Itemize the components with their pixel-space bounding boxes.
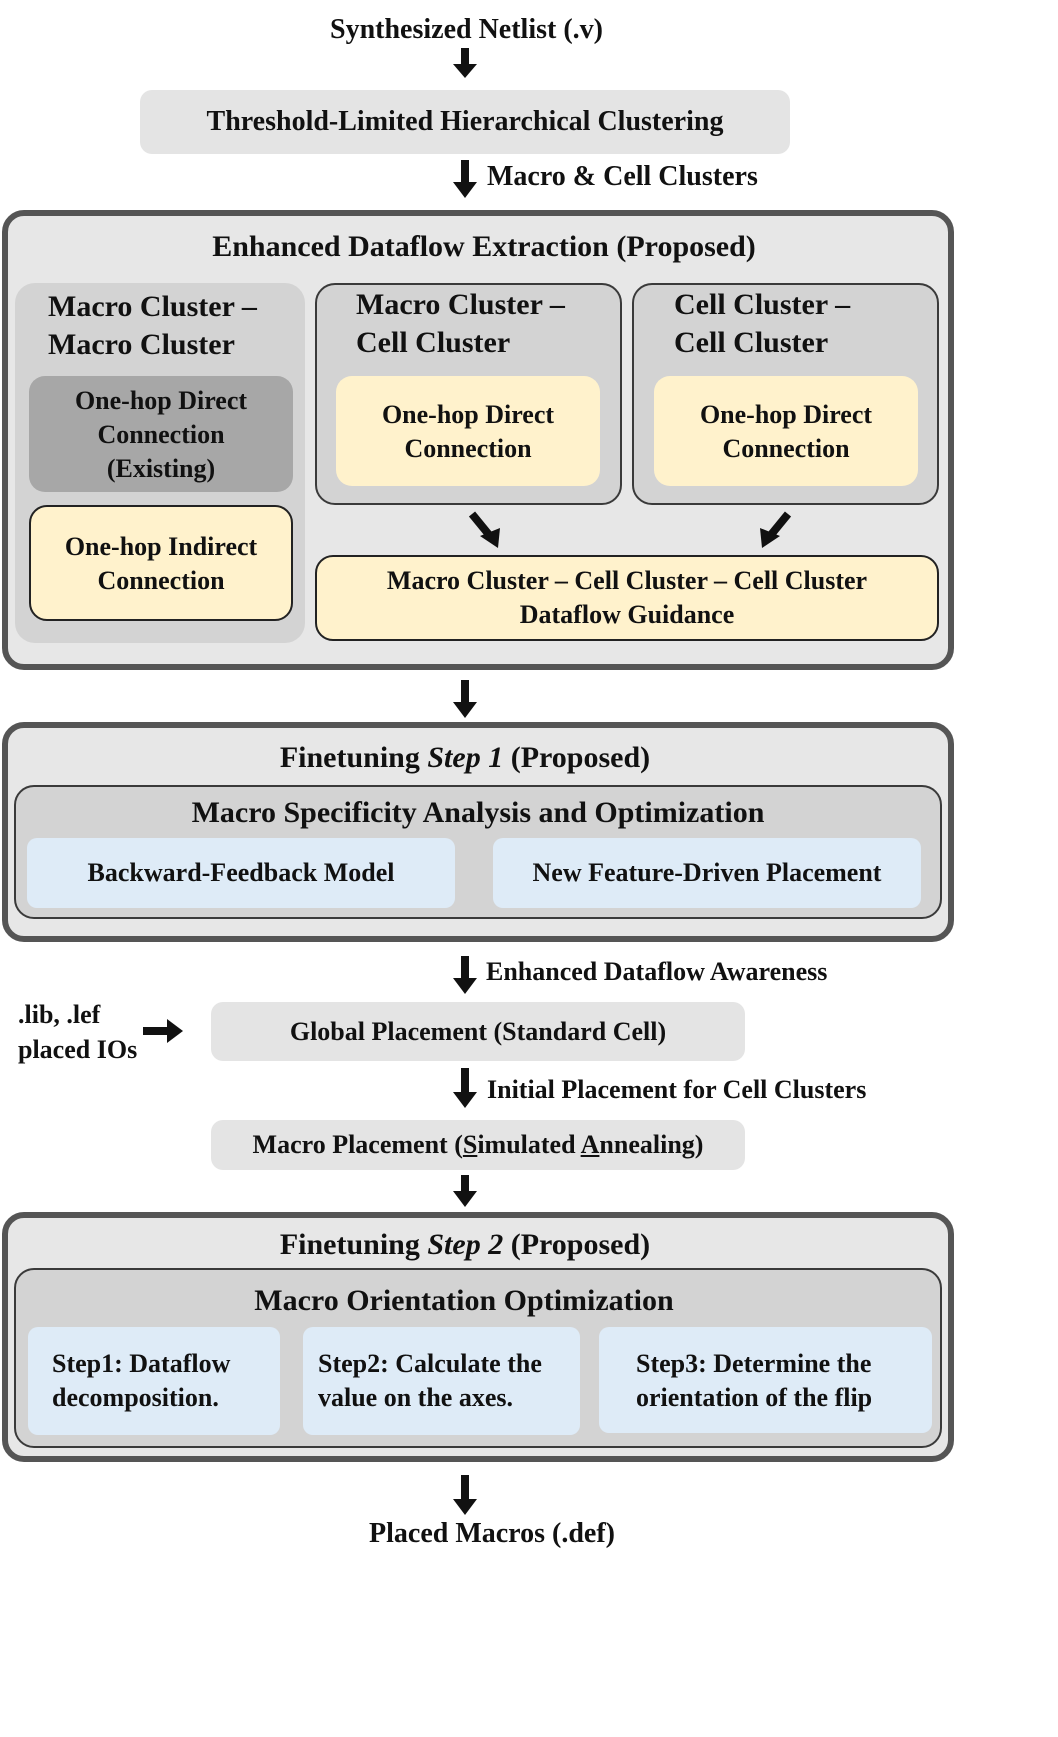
- clustering-box: Threshold-Limited Hierarchical Clusterin…: [140, 90, 790, 154]
- existing-direct-label: Connection: [97, 420, 225, 449]
- arrow-down-icon: [453, 48, 477, 78]
- indirect-connection-label: One-hop Indirect: [64, 532, 258, 561]
- feature-driven-label: New Feature-Driven Placement: [532, 858, 882, 887]
- dataflow-guidance-label: Dataflow Guidance: [519, 600, 735, 629]
- arrow-right-icon: [143, 1019, 183, 1043]
- dataflow-extraction-title: Enhanced Dataflow Extraction (Proposed): [212, 230, 756, 263]
- finetuning-step2-title: Finetuning Step 2 (Proposed): [279, 1228, 651, 1261]
- specificity-title: Macro Specificity Analysis and Optimizat…: [191, 796, 765, 829]
- macro-cell-direct-box: [336, 376, 600, 486]
- existing-direct-label: (Existing): [106, 454, 216, 483]
- step2-calculate-label: value on the axes.: [318, 1383, 513, 1412]
- dataflow-guidance-label: Macro Cluster – Cell Cluster – Cell Clus…: [386, 566, 868, 595]
- dataflow-awareness-label: Enhanced Dataflow Awareness: [486, 957, 828, 986]
- step1-decomposition-label: Step1: Dataflow: [52, 1349, 231, 1378]
- step2-calculate-label: Step2: Calculate the: [318, 1349, 542, 1378]
- arrow-diagonal-icon: [468, 511, 500, 548]
- cell-cell-direct-box: [654, 376, 918, 486]
- arrow-down-icon: [453, 956, 477, 994]
- existing-direct-connection-box: [29, 376, 293, 492]
- arrow-down-icon: [453, 1175, 477, 1207]
- arrow-down-icon: [453, 680, 477, 718]
- lib-lef-label: .lib, .lef: [18, 1000, 101, 1029]
- placed-ios-label: placed IOs: [18, 1035, 138, 1064]
- cell-cell-title: Cell Cluster: [674, 326, 829, 359]
- output-def-label: Placed Macros (.def): [369, 1518, 615, 1549]
- step3-determine-label: Step3: Determine the: [636, 1349, 872, 1378]
- input-netlist-label: Synthesized Netlist (.v): [330, 14, 603, 45]
- macro-cell-title: Cell Cluster: [356, 326, 511, 359]
- feature-driven-box: New Feature-Driven Placement: [493, 838, 921, 908]
- dataflow-guidance-box: [315, 555, 939, 641]
- step3-determine-label: orientation of the flip: [636, 1383, 873, 1412]
- step1-decomposition-label: decomposition.: [52, 1383, 219, 1412]
- macro-macro-title: Macro Cluster –: [48, 290, 257, 323]
- macro-placement-box: Macro Placement (Simulated Annealing): [211, 1120, 745, 1170]
- step3-determine-box: [599, 1327, 932, 1433]
- macro-cell-title: Macro Cluster –: [356, 288, 565, 321]
- cell-cell-direct-label: Connection: [722, 434, 850, 463]
- existing-direct-label: One-hop Direct: [74, 386, 248, 415]
- macro-macro-title: Macro Cluster: [48, 328, 235, 361]
- indirect-connection-label: Connection: [97, 566, 225, 595]
- orientation-title: Macro Orientation Optimization: [254, 1284, 674, 1317]
- backward-feedback-label: Backward-Feedback Model: [87, 858, 395, 887]
- step2-calculate-box: [303, 1327, 580, 1435]
- macro-placement-label: Macro Placement (Simulated Annealing): [252, 1130, 704, 1159]
- global-placement-label: Global Placement (Standard Cell): [289, 1016, 667, 1046]
- macro-cell-direct-label: One-hop Direct: [381, 400, 555, 429]
- indirect-connection-box: [29, 505, 293, 621]
- arrow-down-icon: [453, 1068, 477, 1108]
- backward-feedback-box: Backward-Feedback Model: [27, 838, 455, 908]
- cell-cell-direct-label: One-hop Direct: [699, 400, 873, 429]
- global-placement-box: Global Placement (Standard Cell): [211, 1002, 745, 1061]
- cell-cell-title: Cell Cluster –: [674, 288, 851, 321]
- arrow-down-icon: [453, 1475, 477, 1515]
- arrow-down-icon: [453, 160, 477, 198]
- macro-cell-direct-label: Connection: [404, 434, 532, 463]
- clusters-label: Macro & Cell Clusters: [487, 161, 758, 192]
- finetuning-step1-title: Finetuning Step 1 (Proposed): [279, 741, 651, 774]
- initial-placement-label: Initial Placement for Cell Clusters: [487, 1075, 867, 1104]
- step1-decomposition-box: [28, 1327, 280, 1435]
- clustering-label: Threshold-Limited Hierarchical Clusterin…: [206, 106, 724, 137]
- arrow-diagonal-icon: [760, 511, 792, 548]
